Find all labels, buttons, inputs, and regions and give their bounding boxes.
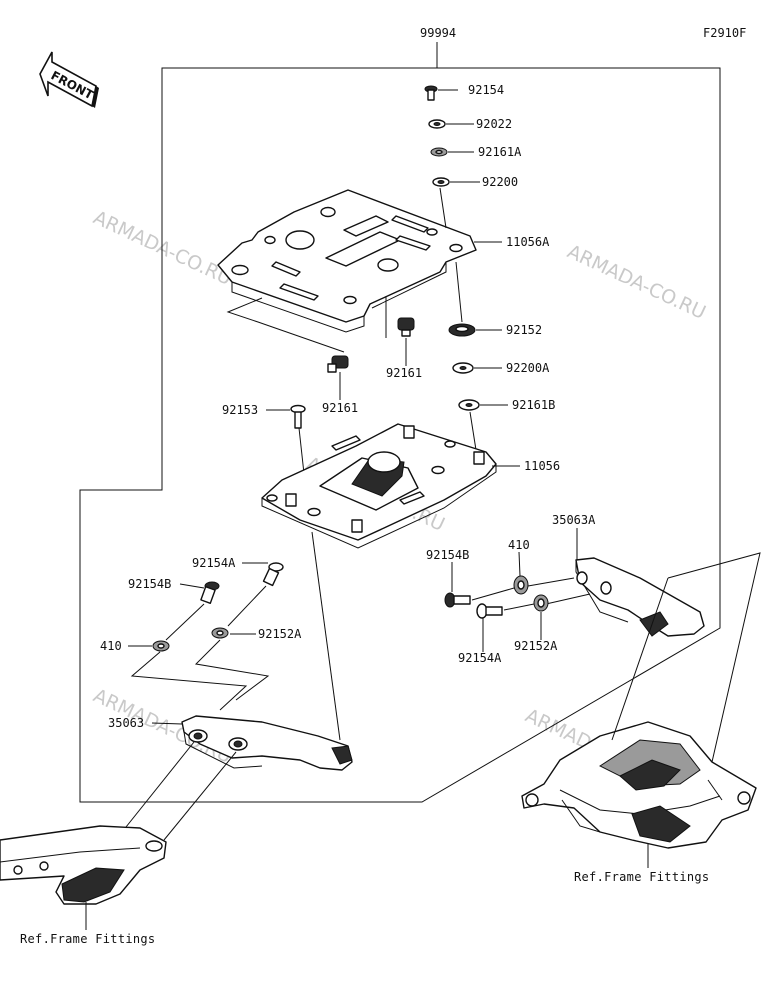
label-92154: 92154 [468,83,504,97]
label-92154b-right: 92154B [426,548,469,562]
washer-410-right-icon [513,575,529,595]
label-92154a-left: 92154A [192,556,236,570]
label-92153: 92153 [222,403,258,417]
watermark-2: ARMADA-CO.RU [564,241,709,324]
washer-92161a-icon [430,147,448,157]
bolt-92154-icon [424,85,438,101]
collar-92152a-right-icon [533,594,549,612]
assembly-boundary [436,42,721,555]
label-92161b: 92161B [512,398,555,412]
figure-code: F2910F [703,26,746,40]
frame-fitting-left [0,825,167,905]
label-11056a: 11056A [506,235,550,249]
leader-410-left [130,651,248,711]
label-410-left: 410 [100,639,122,653]
bolt-92153-icon [290,404,306,429]
washer-92022-icon [428,119,446,129]
bolt-92154a-right-icon [476,603,503,619]
leader-right-top [667,552,761,763]
bolt-92154a-left-icon [262,562,284,587]
washer-410-left-icon [152,640,170,652]
label-35063a: 35063A [552,513,596,527]
bracket-35063 [181,715,353,771]
assembly-boundary-2 [79,67,721,803]
washer-92200a-icon [452,362,474,374]
bolt-92154b-left-icon [200,581,220,604]
bracket-35063a [575,557,705,637]
ref-frame-fittings-left: Ref.Frame Fittings [20,932,155,946]
base-plate-11056 [261,423,497,549]
bolt-92154b-right-icon [444,592,471,608]
label-92152a-right: 92152A [514,639,558,653]
label-92161a: 92161A [478,145,522,159]
label-11056: 11056 [524,459,560,473]
label-410-right: 410 [508,538,530,552]
grommet-92161-left-icon [327,355,349,373]
label-92161-center: 92161 [386,366,422,380]
label-92200: 92200 [482,175,518,189]
label-35063: 35063 [108,716,144,730]
label-92154b-left: 92154B [128,577,171,591]
washer-92161b-icon [458,399,480,411]
ref-frame-fittings-right: Ref.Frame Fittings [574,870,709,884]
label-92022: 92022 [476,117,512,131]
leader-92152a-left [194,639,270,701]
collar-92152a-left-icon [211,627,229,639]
front-arrow-icon: FRONT [39,51,99,108]
grommet-92152-icon [448,323,476,337]
label-92200a: 92200A [506,361,550,375]
leader-plate-upper [226,297,345,353]
assembly-label: 99994 [420,26,456,40]
label-92154a-right: 92154A [458,651,502,665]
frame-fitting-right [521,721,757,849]
grommet-92161-center-icon [397,317,415,337]
carrier-plate-11056a [217,189,477,333]
washer-92200-icon [432,177,450,187]
label-92152: 92152 [506,323,542,337]
label-92152a-left: 92152A [258,627,302,641]
label-92161-left: 92161 [322,401,358,415]
